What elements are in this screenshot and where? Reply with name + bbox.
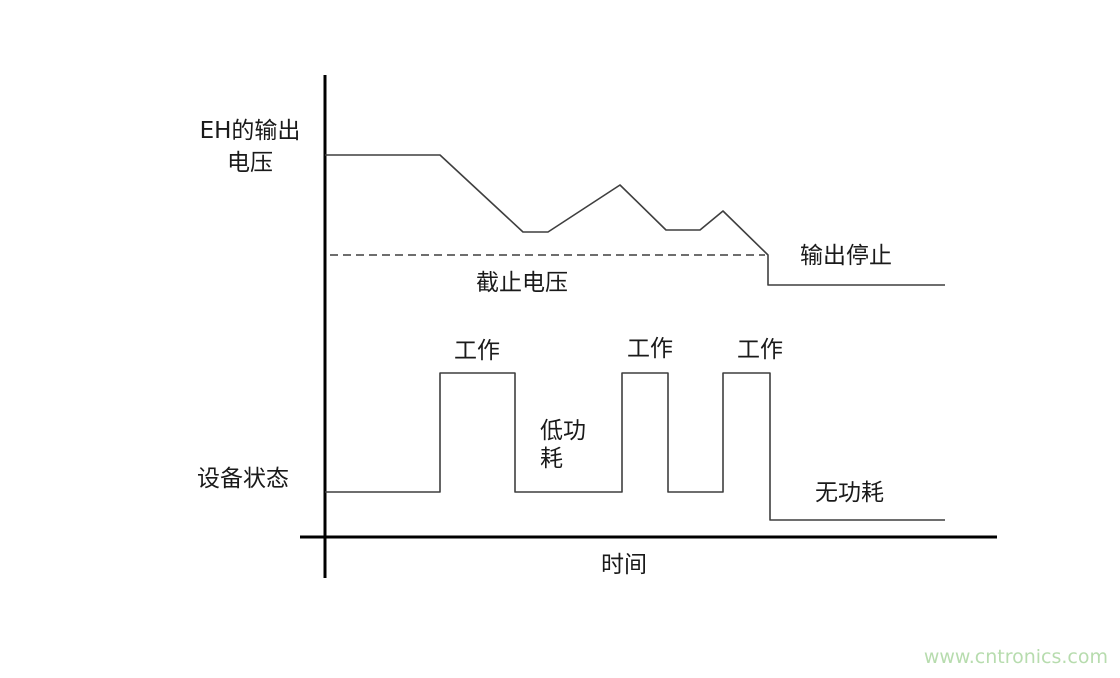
- y-axis-label-line2: 电压: [227, 150, 273, 176]
- no-power-label: 无功耗: [815, 480, 884, 506]
- low-power-label-line1: 低功: [540, 418, 586, 444]
- work-label-2: 工作: [627, 336, 673, 362]
- output-stop-label: 输出停止: [800, 243, 892, 269]
- work-label-1: 工作: [454, 338, 500, 364]
- voltage-curve: [325, 154, 945, 286]
- time-axis-label: 时间: [601, 552, 647, 578]
- y-axis-label-line1: EH的输出: [200, 118, 301, 144]
- watermark-text: www.cntronics.com: [924, 646, 1108, 668]
- cutoff-voltage-label: 截止电压: [476, 270, 568, 296]
- low-power-label-line2: 耗: [540, 446, 563, 472]
- device-state-wave: [325, 372, 945, 521]
- work-label-3: 工作: [737, 337, 783, 363]
- device-state-label: 设备状态: [197, 466, 289, 492]
